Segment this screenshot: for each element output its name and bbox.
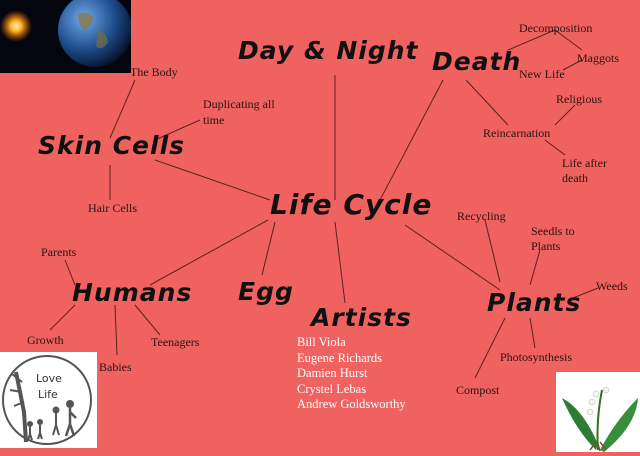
artist-name: Eugene Richards — [297, 350, 383, 365]
leaf-religious: Religious — [556, 92, 603, 106]
leaf-duplicating-line2: time — [203, 113, 225, 127]
hub-egg: Egg — [238, 277, 294, 306]
logo-text-love: Love — [36, 372, 62, 385]
hub-artists: Artists — [311, 303, 412, 332]
lily-of-the-valley-image — [556, 372, 640, 452]
leaf-weeds: Weeds — [596, 279, 628, 293]
leaf-photosynthesis: Photosynthesis — [500, 350, 573, 364]
artist-name: Crystel Lebas — [297, 381, 367, 396]
hub-skin-cells: Skin Cells — [38, 131, 186, 160]
artist-name: Andrew Goldsworthy — [297, 397, 406, 411]
leaf-life-after-line1: Life after — [562, 156, 607, 170]
leaf-the-body: The Body — [130, 65, 178, 79]
hub-day-night: Day & Night — [238, 36, 419, 65]
artist-name: Damien Hurst — [297, 366, 368, 380]
leaf-seeds-line1: Seedls to — [531, 224, 575, 238]
hub-death: Death — [432, 47, 522, 76]
leaf-parents: Parents — [41, 245, 77, 259]
leaf-hair-cells: Hair Cells — [88, 201, 137, 215]
artist-name: Bill Viola — [297, 335, 346, 349]
hub-plants: Plants — [487, 288, 582, 317]
leaf-decomposition: Decomposition — [519, 21, 593, 35]
leaf-duplicating-line1: Duplicating all — [203, 97, 275, 111]
leaf-maggots: Maggots — [577, 51, 619, 65]
logo-text-life: Life — [38, 388, 58, 401]
love-life-logo: Love Life — [0, 352, 97, 448]
leaf-teenagers: Teenagers — [151, 335, 200, 349]
leaf-babies: Babies — [99, 360, 132, 374]
leaf-reincarnation: Reincarnation — [483, 126, 551, 140]
leaf-new-life: New Life — [519, 67, 565, 81]
earth-sun-image — [0, 0, 131, 73]
leaf-life-after-line2: death — [562, 171, 588, 185]
hub-humans: Humans — [72, 278, 193, 307]
leaf-seeds-line2: Plants — [531, 239, 561, 253]
center-node-life-cycle: Life Cycle — [270, 188, 433, 221]
leaf-growth: Growth — [27, 333, 64, 347]
leaf-recycling: Recycling — [457, 209, 506, 223]
leaf-compost: Compost — [456, 383, 500, 397]
artists-list: Bill Viola Eugene Richards Damien Hurst … — [297, 335, 406, 413]
